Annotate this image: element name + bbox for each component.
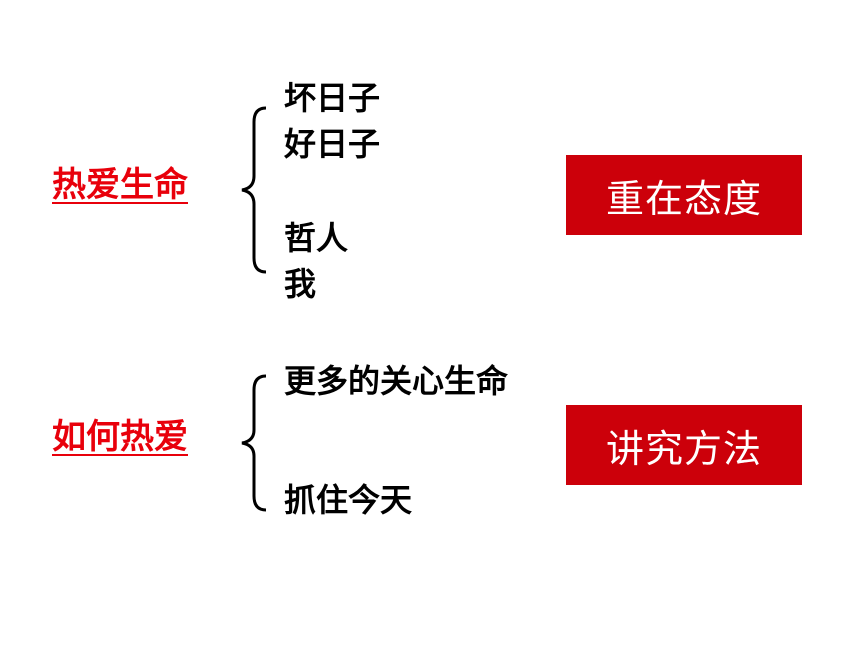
item-care-more-life: 更多的关心生命	[284, 362, 509, 400]
box-attitude: 重在态度	[566, 155, 802, 235]
box-method: 讲究方法	[566, 405, 802, 485]
item-seize-today: 抓住今天	[284, 481, 413, 519]
topic-how-to-love: 如何热爱	[52, 417, 188, 457]
item-bad-days: 坏日子	[284, 79, 381, 117]
topic-love-life: 热爱生命	[52, 165, 188, 205]
brace-group1	[241, 106, 267, 274]
brace-group2	[241, 374, 267, 512]
item-me: 我	[284, 265, 317, 303]
item-good-days: 好日子	[284, 125, 381, 163]
item-philosopher: 哲人	[284, 219, 349, 257]
